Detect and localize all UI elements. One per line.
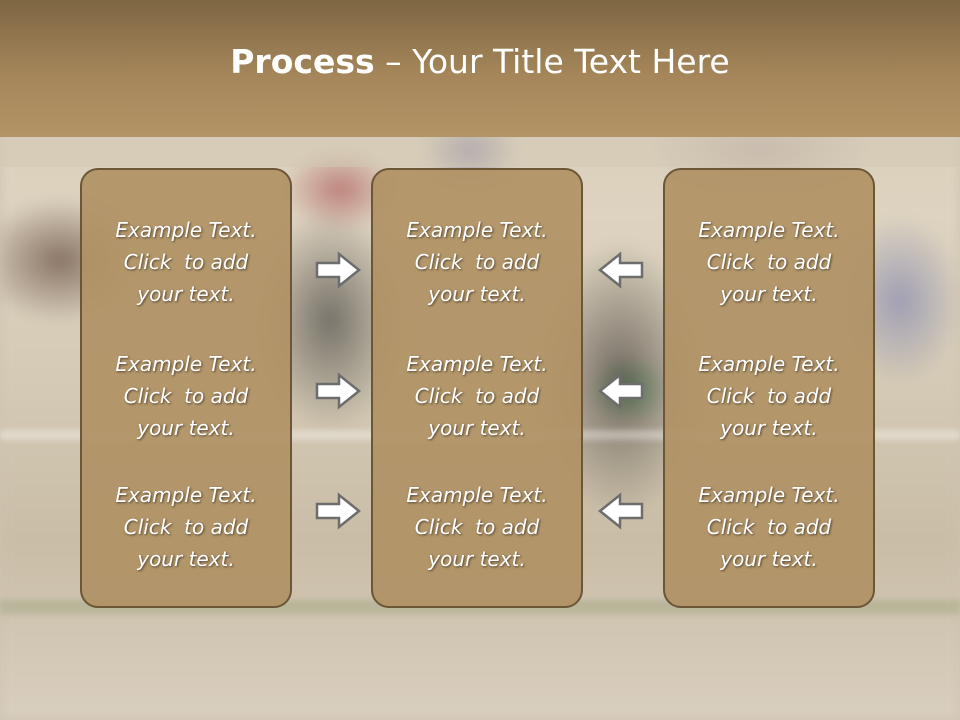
text-line: Example Text. (115, 218, 257, 242)
left-arrow-icon (598, 372, 644, 410)
text-line: Example Text. (698, 218, 840, 242)
panel-text[interactable]: Example Text. Click to add your text. (665, 479, 873, 575)
text-line: Click to add (706, 515, 832, 539)
left-arrow-icon (598, 251, 644, 289)
text-line: your text. (137, 547, 235, 571)
right-arrow-icon (315, 492, 361, 530)
text-line: Example Text. (698, 483, 840, 507)
text-line: Click to add (414, 250, 540, 274)
text-line: your text. (720, 416, 818, 440)
panel-text[interactable]: Example Text. Click to add your text. (373, 348, 581, 444)
title-bar: Process – Your Title Text Here (0, 0, 960, 137)
text-line: Click to add (414, 515, 540, 539)
left-arrow-icon (598, 492, 644, 530)
header-band (0, 137, 960, 167)
title-rest: – Your Title Text Here (374, 42, 730, 81)
panel-text[interactable]: Example Text. Click to add your text. (665, 348, 873, 444)
panel-text[interactable]: Example Text. Click to add your text. (82, 479, 290, 575)
text-line: Example Text. (115, 483, 257, 507)
text-line: Click to add (123, 384, 249, 408)
text-line: Click to add (706, 384, 832, 408)
text-line: Example Text. (698, 352, 840, 376)
right-arrow-icon (315, 372, 361, 410)
text-line: Example Text. (406, 218, 548, 242)
text-line: your text. (137, 282, 235, 306)
text-line: your text. (428, 416, 526, 440)
title-bold: Process (230, 42, 375, 81)
text-line: Example Text. (406, 483, 548, 507)
panel-text[interactable]: Example Text. Click to add your text. (665, 214, 873, 310)
panel-text[interactable]: Example Text. Click to add your text. (373, 479, 581, 575)
text-line: your text. (720, 282, 818, 306)
text-line: Click to add (706, 250, 832, 274)
text-line: Click to add (414, 384, 540, 408)
panel-text[interactable]: Example Text. Click to add your text. (373, 214, 581, 310)
text-line: your text. (137, 416, 235, 440)
text-line: your text. (428, 282, 526, 306)
slide-title[interactable]: Process – Your Title Text Here (230, 42, 729, 81)
text-line: your text. (720, 547, 818, 571)
process-panel-2[interactable]: Example Text. Click to add your text. Ex… (371, 168, 583, 608)
text-line: your text. (428, 547, 526, 571)
panel-text[interactable]: Example Text. Click to add your text. (82, 214, 290, 310)
text-line: Click to add (123, 250, 249, 274)
text-line: Example Text. (406, 352, 548, 376)
process-panel-1[interactable]: Example Text. Click to add your text. Ex… (80, 168, 292, 608)
panel-text[interactable]: Example Text. Click to add your text. (82, 348, 290, 444)
right-arrow-icon (315, 251, 361, 289)
text-line: Example Text. (115, 352, 257, 376)
process-panel-3[interactable]: Example Text. Click to add your text. Ex… (663, 168, 875, 608)
text-line: Click to add (123, 515, 249, 539)
